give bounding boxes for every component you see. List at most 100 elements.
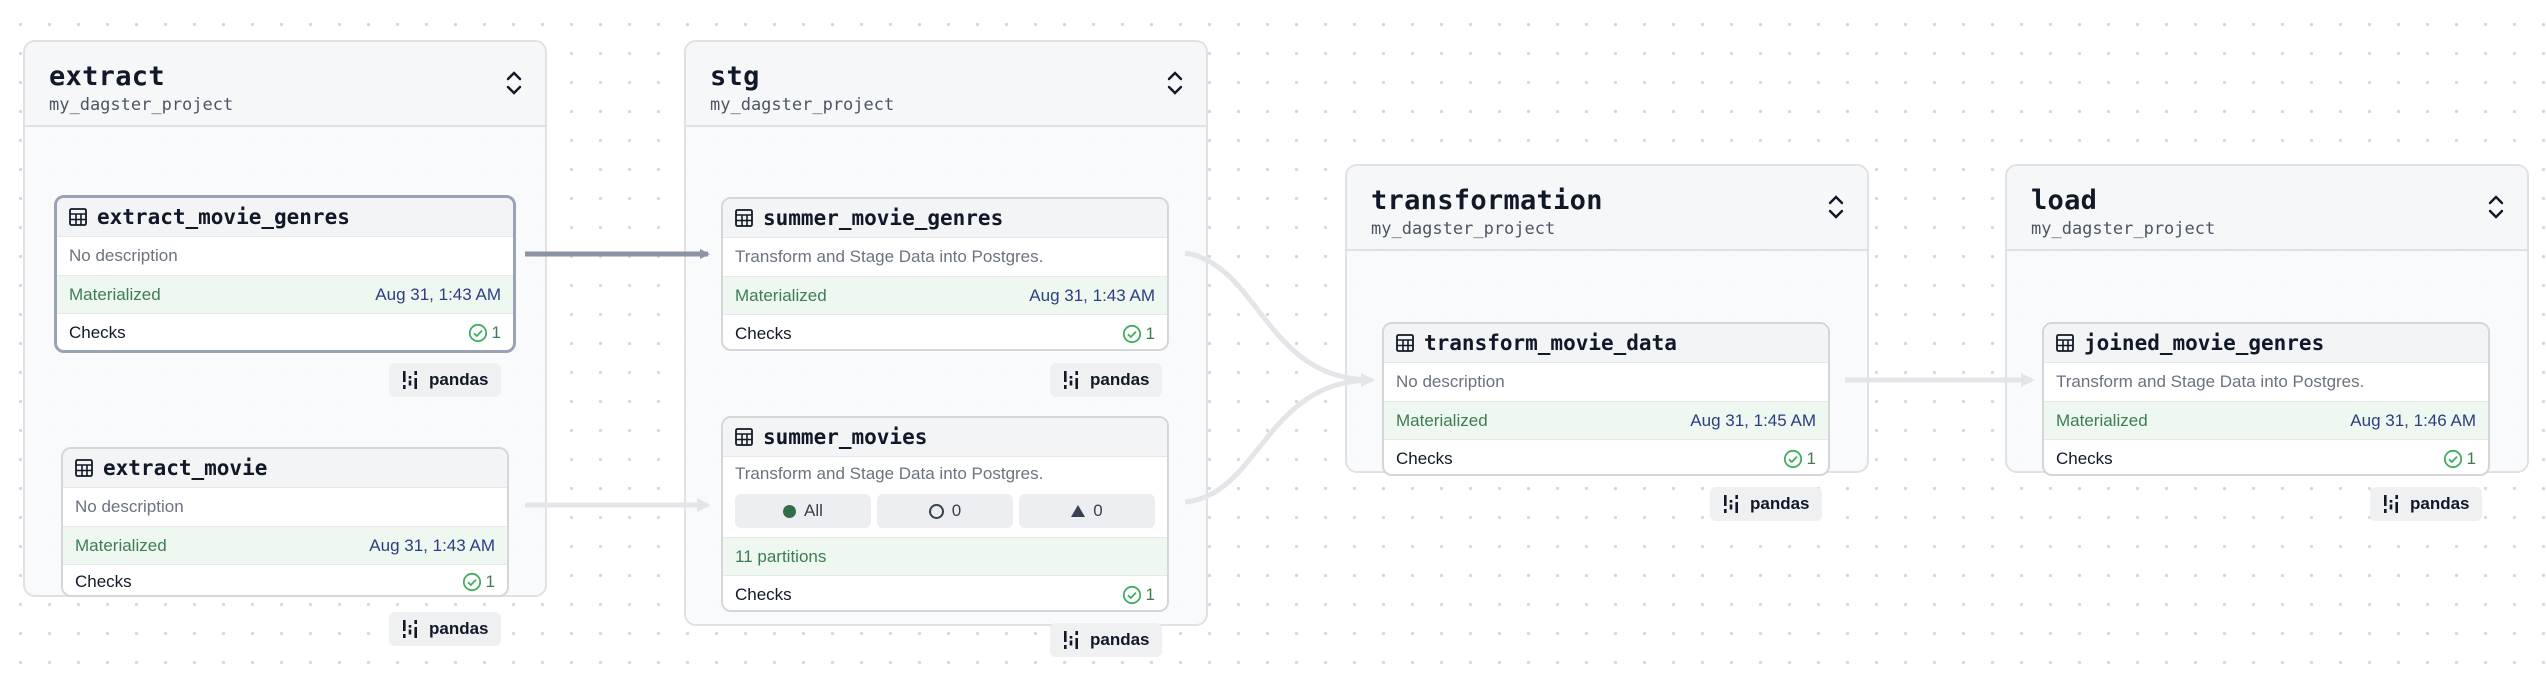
checks-label: Checks	[2056, 448, 2113, 468]
group-header[interactable]: load my_dagster_project	[2007, 166, 2527, 251]
kind-tag-pandas[interactable]: pandas	[1050, 623, 1162, 657]
kind-tag-pandas[interactable]: pandas	[1710, 487, 1822, 521]
kind-tag-label: pandas	[1750, 494, 1810, 513]
materialized-status: Materialized	[2056, 410, 2148, 430]
check-circle-icon	[1122, 324, 1141, 343]
asset-description: No description	[69, 246, 178, 265]
table-icon	[2056, 334, 2074, 352]
group-subtitle: my_dagster_project	[2031, 219, 2216, 239]
kind-tag-pandas[interactable]: pandas	[2370, 487, 2482, 521]
checks-count[interactable]: 1	[468, 323, 501, 343]
group-header[interactable]: extract my_dagster_project	[25, 42, 545, 127]
collapse-icon[interactable]	[1827, 192, 1845, 222]
asset-node-extract-movie-genres[interactable]: extract_movie_genres No description Mate…	[54, 195, 516, 353]
partition-status-filters: All 0 0	[723, 491, 1167, 531]
asset-header: summer_movie_genres	[723, 199, 1167, 238]
asset-node-summer-movie-genres[interactable]: summer_movie_genres Transform and Stage …	[721, 197, 1169, 351]
kind-tag-pandas[interactable]: pandas	[389, 612, 501, 646]
checks-label: Checks	[735, 584, 792, 604]
check-circle-icon	[468, 323, 487, 342]
asset-node-extract-movie[interactable]: extract_movie No description Materialize…	[61, 447, 509, 597]
kind-tag-pandas[interactable]: pandas	[1050, 363, 1162, 397]
collapse-icon[interactable]	[505, 68, 523, 98]
kind-tag-pandas[interactable]: pandas	[389, 363, 501, 397]
table-icon	[75, 459, 93, 477]
materialized-status: Materialized	[1396, 410, 1488, 430]
checks-count-value: 1	[491, 322, 501, 342]
group-title: load	[2031, 185, 2098, 216]
materialization-row[interactable]: Materialized Aug 31, 1:45 AM	[1384, 401, 1828, 439]
checks-label: Checks	[69, 322, 126, 342]
checks-count[interactable]: 1	[1783, 449, 1816, 469]
checks-row[interactable]: Checks 1	[723, 575, 1167, 610]
pandas-icon	[1724, 495, 1738, 513]
table-icon	[735, 209, 753, 227]
group-subtitle: my_dagster_project	[49, 95, 234, 115]
materialized-date[interactable]: Aug 31, 1:43 AM	[375, 284, 501, 304]
filter-missing-button[interactable]: 0	[877, 494, 1013, 528]
filter-all-label: All	[804, 501, 823, 520]
asset-header: extract_movie	[63, 449, 507, 488]
asset-name: joined_movie_genres	[2084, 331, 2325, 355]
checks-count[interactable]: 1	[1122, 324, 1155, 344]
materialized-date[interactable]: Aug 31, 1:43 AM	[369, 535, 495, 555]
check-circle-icon	[1783, 449, 1802, 468]
filter-failed-button[interactable]: 0	[1019, 494, 1155, 528]
checks-row[interactable]: Checks 1	[57, 313, 513, 350]
checks-count-value: 1	[2466, 448, 2476, 468]
asset-header: transform_movie_data	[1384, 324, 1828, 363]
asset-node-transform-movie-data[interactable]: transform_movie_data No description Mate…	[1382, 322, 1830, 476]
asset-node-joined-movie-genres[interactable]: joined_movie_genres Transform and Stage …	[2042, 322, 2490, 476]
checks-row[interactable]: Checks 1	[1384, 439, 1828, 474]
checks-label: Checks	[735, 323, 792, 343]
asset-node-summer-movies[interactable]: summer_movies Transform and Stage Data i…	[721, 416, 1169, 612]
materialized-dot-icon	[783, 504, 797, 518]
asset-name: extract_movie_genres	[97, 205, 350, 229]
materialization-row[interactable]: Materialized Aug 31, 1:46 AM	[2044, 401, 2488, 439]
asset-header: summer_movies	[723, 418, 1167, 457]
group-subtitle: my_dagster_project	[710, 95, 895, 115]
checks-count-value: 1	[485, 571, 495, 591]
checks-row[interactable]: Checks 1	[723, 314, 1167, 349]
checks-row[interactable]: Checks 1	[63, 564, 507, 595]
partitions-row[interactable]: 11 partitions	[723, 537, 1167, 575]
filter-all-button[interactable]: All	[735, 494, 871, 528]
materialization-row[interactable]: Materialized Aug 31, 1:43 AM	[57, 275, 513, 313]
materialized-status: Materialized	[735, 285, 827, 305]
materialization-row[interactable]: Materialized Aug 31, 1:43 AM	[63, 526, 507, 564]
edge-summer-movie-genres-to-transform	[1184, 250, 1375, 387]
check-circle-icon	[1122, 585, 1141, 604]
kind-tag-label: pandas	[1090, 630, 1150, 649]
checks-count-value: 1	[1145, 584, 1155, 604]
pandas-icon	[1064, 371, 1078, 389]
checks-row[interactable]: Checks 1	[2044, 439, 2488, 474]
collapse-icon[interactable]	[1166, 68, 1184, 98]
filter-missing-count: 0	[951, 501, 962, 520]
asset-description: Transform and Stage Data into Postgres.	[2056, 372, 2365, 391]
checks-count[interactable]: 1	[2443, 449, 2476, 469]
check-circle-icon	[2443, 449, 2462, 468]
group-subtitle: my_dagster_project	[1371, 219, 1556, 239]
checks-count-value: 1	[1145, 323, 1155, 343]
materialization-row[interactable]: Materialized Aug 31, 1:43 AM	[723, 276, 1167, 314]
failed-triangle-icon	[1071, 505, 1086, 517]
materialized-date[interactable]: Aug 31, 1:46 AM	[2350, 410, 2476, 430]
kind-tag-label: pandas	[1090, 370, 1150, 389]
checks-count[interactable]: 1	[462, 572, 495, 592]
asset-name: summer_movie_genres	[763, 206, 1004, 230]
table-icon	[69, 208, 87, 226]
asset-header: extract_movie_genres	[57, 198, 513, 237]
edge-summer-movies-to-transform	[1184, 377, 1373, 505]
group-title: extract	[49, 61, 165, 92]
group-title: transformation	[1371, 185, 1603, 216]
materialized-date[interactable]: Aug 31, 1:45 AM	[1690, 410, 1816, 430]
checks-label: Checks	[1396, 448, 1453, 468]
collapse-icon[interactable]	[2487, 192, 2505, 222]
kind-tag-label: pandas	[2410, 494, 2470, 513]
materialized-date[interactable]: Aug 31, 1:43 AM	[1029, 285, 1155, 305]
asset-name: summer_movies	[763, 425, 928, 449]
group-header[interactable]: transformation my_dagster_project	[1347, 166, 1867, 251]
asset-description: No description	[1396, 372, 1505, 391]
group-header[interactable]: stg my_dagster_project	[686, 42, 1206, 127]
checks-count[interactable]: 1	[1122, 585, 1155, 605]
